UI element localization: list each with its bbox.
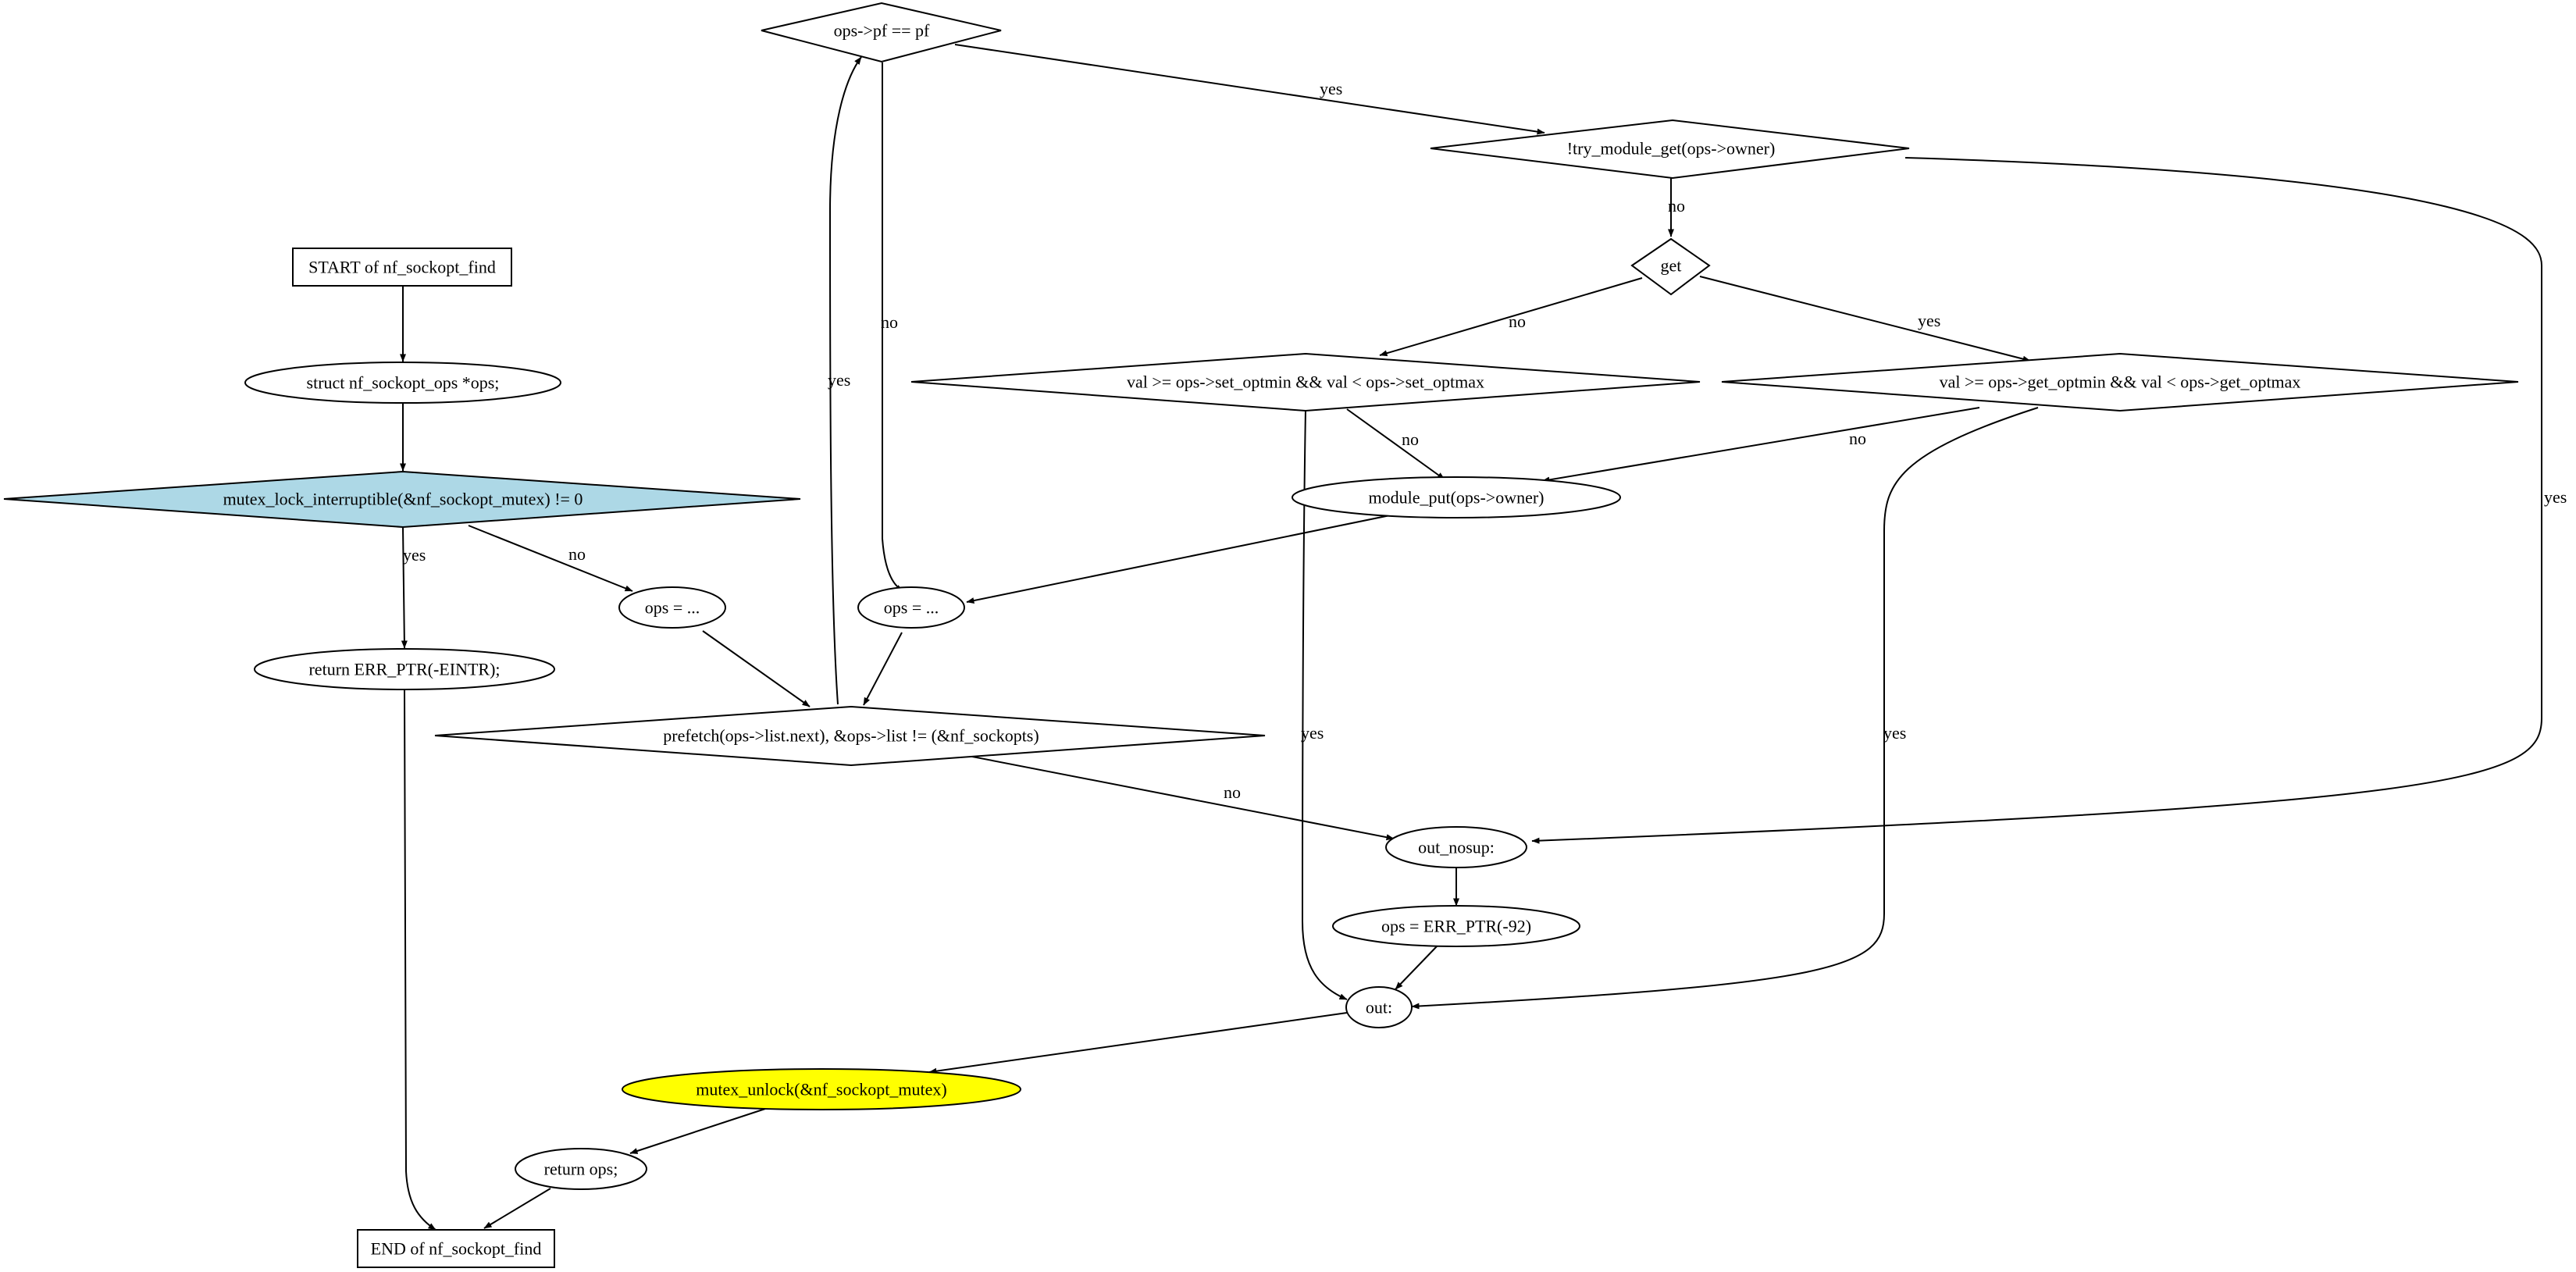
- node-ops-init: ops = ...: [618, 586, 726, 629]
- node-prefetch-condition: prefetch(ops->list.next), &ops->list != …: [434, 705, 1266, 767]
- edge-try-module-to-out-nosup: yes: [1531, 157, 2567, 844]
- edge-pf-check-to-ops-next: no: [881, 62, 904, 592]
- node-get-range-condition-label: val >= ops->get_optmin && val < ops->get…: [1940, 372, 2301, 392]
- edge-out-to-unlock: [928, 1012, 1348, 1074]
- node-module-put: module_put(ops->owner): [1292, 476, 1621, 518]
- node-mutex-lock-condition: mutex_lock_interruptible(&nf_sockopt_mut…: [3, 470, 801, 529]
- edge-label-yes: yes: [1301, 723, 1324, 743]
- node-return-eintr-label: return ERR_PTR(-EINTR);: [308, 660, 500, 679]
- edge-pf-check-to-try-module: yes: [954, 44, 1545, 135]
- node-pf-check-label: ops->pf == pf: [834, 21, 930, 41]
- node-struct-declaration-label: struct nf_sockopt_ops *ops;: [307, 373, 500, 393]
- edge-label-no: no: [1224, 782, 1241, 802]
- edge-mutex-lock-to-ops-init: no: [468, 525, 633, 592]
- edges: yes no yes no yes no: [400, 44, 2567, 1231]
- node-set-range-condition-label: val >= ops->set_optmin && val < ops->set…: [1127, 372, 1484, 392]
- edge-label-no: no: [1402, 429, 1419, 449]
- edge-label-yes: yes: [403, 545, 426, 565]
- edge-label-yes: yes: [1918, 311, 1940, 330]
- node-struct-declaration: struct nf_sockopt_ops *ops;: [244, 362, 561, 404]
- node-err-ptr-label: ops = ERR_PTR(-92): [1381, 917, 1531, 936]
- node-prefetch-condition-label: prefetch(ops->list.next), &ops->list != …: [663, 726, 1039, 746]
- node-mutex-unlock: mutex_unlock(&nf_sockopt_mutex): [622, 1068, 1021, 1110]
- edge-prefetch-to-out-nosup: no: [967, 755, 1395, 841]
- edge-mutex-lock-to-return-eintr: yes: [401, 526, 426, 649]
- edge-ops-init-to-prefetch: [702, 630, 811, 707]
- node-ops-init-label: ops = ...: [645, 598, 700, 618]
- node-return-ops-label: return ops;: [544, 1160, 618, 1179]
- node-out: out:: [1345, 986, 1413, 1028]
- node-mutex-lock-condition-label: mutex_lock_interruptible(&nf_sockopt_mut…: [223, 490, 583, 509]
- edge-set-range-to-out: yes: [1301, 408, 1348, 1000]
- edge-get-range-to-out: yes: [1411, 407, 2039, 1010]
- edge-module-put-to-ops-next: [966, 515, 1391, 604]
- edge-get-to-set-range: no: [1379, 277, 1643, 357]
- node-pf-check: ops->pf == pf: [761, 2, 1002, 63]
- nodes: START of nf_sockopt_find struct nf_socko…: [3, 2, 2519, 1268]
- node-err-ptr: ops = ERR_PTR(-92): [1332, 905, 1580, 947]
- edge-label-no: no: [1509, 312, 1526, 331]
- edge-try-module-to-get: no: [1668, 178, 1685, 237]
- edge-label-yes: yes: [2544, 487, 2567, 507]
- node-start: START of nf_sockopt_find: [292, 248, 512, 287]
- node-set-range-condition: val >= ops->set_optmin && val < ops->set…: [910, 352, 1701, 412]
- edge-get-range-to-module-put: no: [1541, 407, 1980, 483]
- node-out-nosup: out_nosup:: [1385, 826, 1527, 868]
- node-ops-next-label: ops = ...: [884, 598, 939, 618]
- node-get-condition-label: get: [1661, 256, 1682, 276]
- edge-label-yes: yes: [1883, 723, 1906, 743]
- node-end: END of nf_sockopt_find: [357, 1229, 555, 1268]
- node-start-label: START of nf_sockopt_find: [308, 258, 496, 277]
- node-module-put-label: module_put(ops->owner): [1368, 488, 1544, 508]
- node-try-module-get-label: !try_module_get(ops->owner): [1567, 139, 1776, 159]
- node-return-eintr: return ERR_PTR(-EINTR);: [254, 648, 555, 690]
- edge-label-yes: yes: [1320, 79, 1342, 98]
- edge-get-to-get-range: yes: [1699, 276, 2031, 362]
- node-ops-next: ops = ...: [857, 586, 965, 629]
- node-get-condition: get: [1630, 237, 1711, 296]
- node-try-module-get: !try_module_get(ops->owner): [1430, 119, 1910, 180]
- edge-return-eintr-to-end: [404, 689, 436, 1231]
- node-mutex-unlock-label: mutex_unlock(&nf_sockopt_mutex): [696, 1080, 946, 1099]
- edge-label-no: no: [568, 544, 586, 564]
- edge-err-ptr-to-out: [1395, 946, 1438, 990]
- edge-label-no: no: [881, 312, 898, 332]
- node-end-label: END of nf_sockopt_find: [371, 1239, 542, 1259]
- node-return-ops: return ops;: [515, 1148, 647, 1190]
- edge-return-ops-to-end: [483, 1188, 551, 1229]
- edge-set-range-to-module-put: no: [1346, 408, 1445, 480]
- node-get-range-condition: val >= ops->get_optmin && val < ops->get…: [1721, 352, 2519, 412]
- edge-prefetch-to-pf-check: yes: [828, 56, 862, 705]
- edge-label-no: no: [1668, 196, 1685, 216]
- edge-ops-next-to-prefetch: [863, 632, 903, 706]
- edge-unlock-to-return-ops: [629, 1108, 766, 1154]
- node-out-nosup-label: out_nosup:: [1418, 838, 1495, 857]
- node-out-label: out:: [1366, 998, 1392, 1017]
- edge-label-no: no: [1849, 429, 1866, 448]
- edge-label-yes: yes: [828, 370, 850, 390]
